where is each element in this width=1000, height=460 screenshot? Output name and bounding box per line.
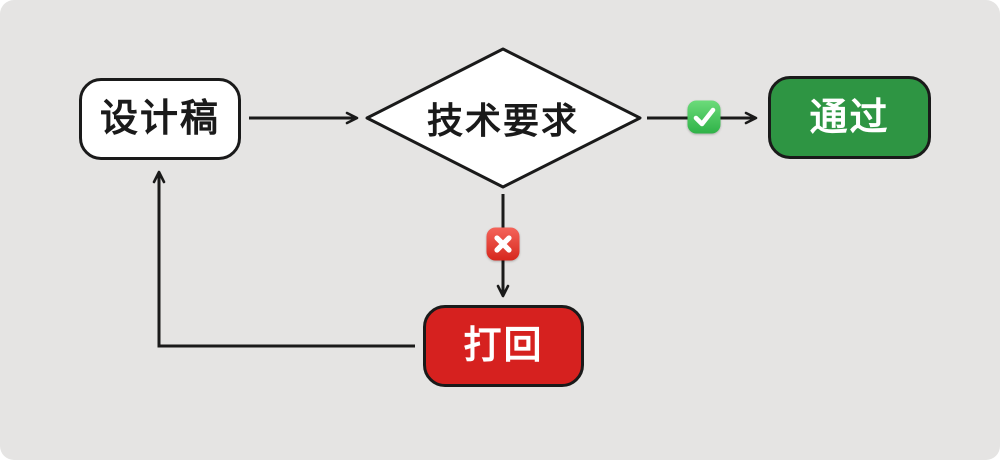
node-reject-label: 打回 — [463, 325, 544, 367]
node-reject[interactable]: 打回 — [423, 305, 584, 387]
node-design-draft-label: 设计稿 — [99, 98, 220, 140]
node-pass-label: 通过 — [809, 96, 890, 139]
decision-diamond[interactable] — [365, 47, 642, 189]
node-design-draft[interactable]: 设计稿 — [79, 78, 241, 160]
cross-mark-icon — [486, 227, 520, 261]
check-mark-icon — [687, 100, 721, 134]
edge-reject-to-design — [152, 170, 415, 348]
node-decision-label: 技术要求 — [426, 100, 580, 141]
node-pass[interactable]: 通过 — [768, 76, 931, 159]
